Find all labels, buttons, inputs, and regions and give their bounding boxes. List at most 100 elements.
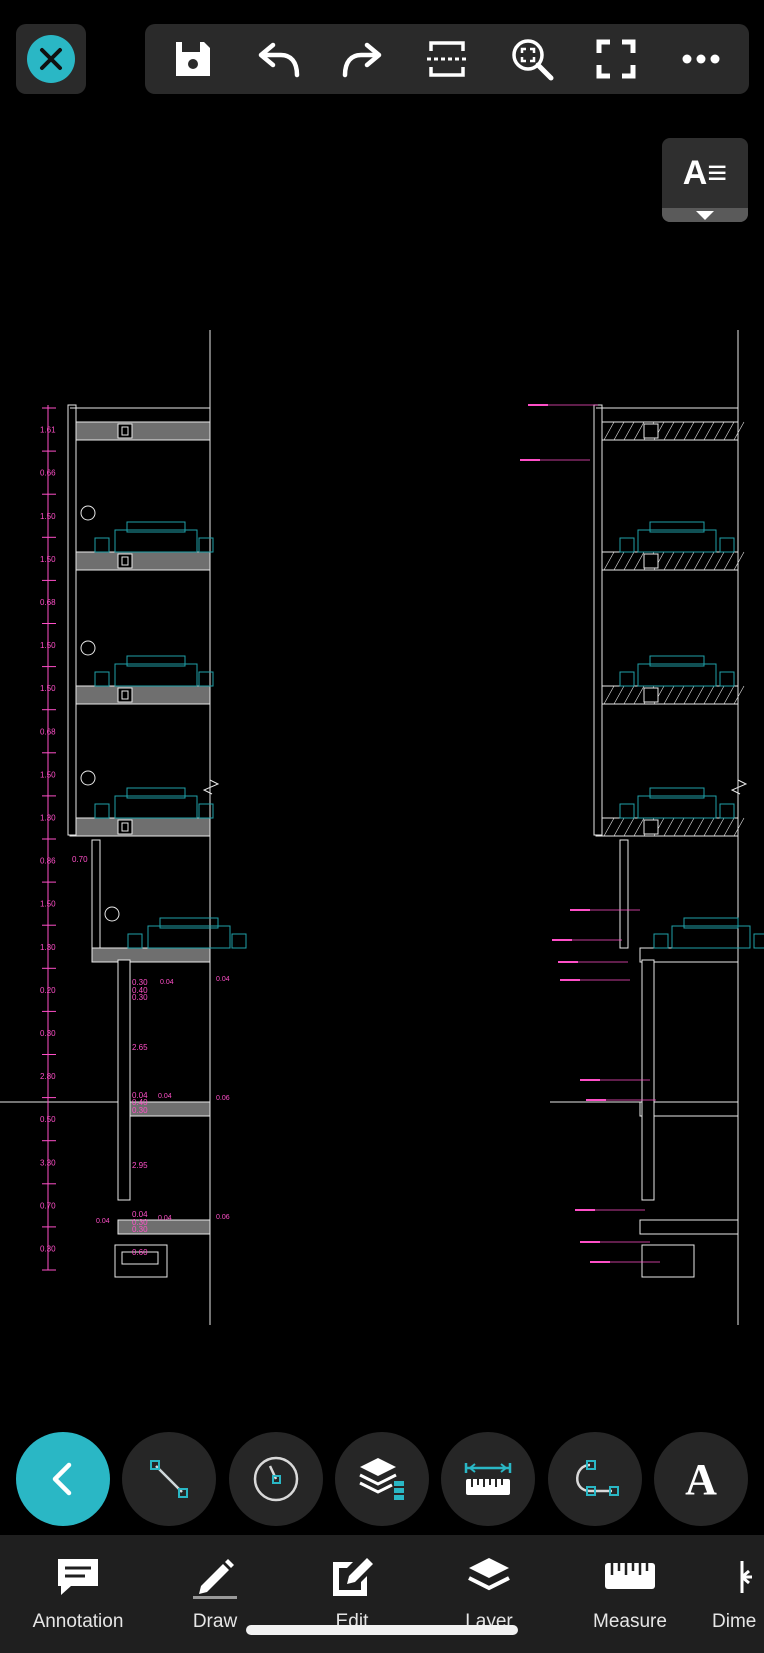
arc-tool-button[interactable]	[229, 1432, 323, 1526]
side-dimension-label: 0.04	[158, 1215, 172, 1222]
hatch	[673, 685, 685, 705]
hatch	[633, 817, 645, 837]
tab-layer[interactable]: Layer	[456, 1553, 522, 1653]
bed-furniture	[671, 925, 751, 949]
tab-dimension-label: Dime	[712, 1611, 757, 1632]
redo-icon[interactable]	[332, 29, 392, 89]
hatch	[633, 685, 645, 705]
tab-annotation[interactable]: Annotation	[26, 1553, 130, 1653]
beam	[643, 819, 659, 835]
measure-tool-button[interactable]	[441, 1432, 535, 1526]
side-dimension-label: 0.04	[96, 1218, 110, 1225]
nightstand	[619, 803, 635, 819]
line-tool-button[interactable]	[122, 1432, 216, 1526]
hatch	[733, 421, 745, 441]
wall	[117, 959, 131, 1201]
bed-headboard	[126, 787, 186, 799]
dimension-label: 0.68	[40, 727, 56, 736]
inner-dimension-label: 0.04	[132, 1091, 148, 1100]
hatch	[663, 685, 675, 705]
close-icon	[27, 35, 75, 83]
close-button[interactable]	[16, 24, 86, 94]
crop-selection-icon[interactable]	[417, 29, 477, 89]
section-marker	[80, 640, 96, 656]
bed-furniture	[114, 529, 198, 553]
text-style-icon: A≡	[662, 148, 748, 198]
layers-tool-button[interactable]	[335, 1432, 429, 1526]
cad-section-drawing: 1.610.661.501.500.681.501.500.681.501.30…	[0, 330, 764, 1325]
inner-dimension-label: 0.30	[132, 1106, 148, 1115]
text-style-button[interactable]: A≡	[662, 138, 748, 222]
inner-dimension-label: 2.95	[132, 1161, 148, 1170]
more-icon[interactable]	[671, 29, 731, 89]
beam	[117, 423, 133, 439]
fullscreen-icon[interactable]	[586, 29, 646, 89]
footing-detail	[121, 1251, 159, 1265]
nightstand	[719, 803, 735, 819]
hatch	[703, 685, 715, 705]
nightstand	[231, 933, 247, 949]
home-indicator	[246, 1625, 518, 1635]
polyline-tool-icon	[576, 1460, 619, 1496]
measure-icon	[600, 1553, 660, 1601]
hatch	[673, 551, 685, 571]
hatch	[733, 817, 745, 837]
dimension-label: 1.50	[40, 641, 56, 650]
tab-dimension[interactable]: Dime	[712, 1553, 764, 1653]
bed-furniture	[114, 795, 198, 819]
undo-icon[interactable]	[248, 29, 308, 89]
bed-headboard	[649, 521, 705, 533]
text-tool-button[interactable]: A	[654, 1432, 748, 1526]
floor-slab	[69, 685, 211, 705]
hatch	[683, 817, 695, 837]
draw-icon	[185, 1553, 245, 1601]
dimension-label: 1.50	[40, 512, 56, 521]
save-icon[interactable]	[163, 29, 223, 89]
hatch	[603, 421, 615, 441]
inner-dimension-label: 0.40	[132, 986, 148, 995]
hatch	[623, 817, 635, 837]
side-dimension-label: 0.04	[160, 979, 174, 986]
bed-headboard	[683, 917, 739, 929]
beam-detail	[121, 426, 129, 436]
zoom-extents-icon[interactable]	[502, 29, 562, 89]
hatch	[723, 817, 735, 837]
dimension-label: 1.61	[40, 426, 56, 435]
hatch	[603, 817, 615, 837]
floor-slab	[639, 947, 739, 963]
hatch	[613, 817, 625, 837]
nightstand	[94, 803, 110, 819]
nightstand	[619, 671, 635, 687]
tab-draw[interactable]: Draw	[184, 1553, 246, 1653]
floor-slab	[595, 817, 739, 837]
dimension-label: 0.66	[40, 469, 56, 478]
hatch	[683, 421, 695, 441]
hatch	[703, 551, 715, 571]
nightstand	[719, 671, 735, 687]
section-marker	[80, 770, 96, 786]
tab-measure[interactable]: Measure	[584, 1553, 676, 1653]
dimension-label: 0.86	[40, 857, 56, 866]
hatch	[693, 551, 705, 571]
polyline-tool-button[interactable]	[548, 1432, 642, 1526]
dimension-label: 0.70	[40, 1201, 56, 1210]
tab-edit[interactable]: Edit	[322, 1553, 382, 1653]
dimension-label: 2.80	[40, 1072, 56, 1081]
dimension-label: 1.30	[40, 943, 56, 952]
beam	[117, 687, 133, 703]
floor-slab	[117, 1219, 211, 1235]
nightstand	[198, 671, 214, 687]
back-button[interactable]	[16, 1432, 110, 1526]
line-tool-icon	[150, 1460, 188, 1498]
hatch	[693, 421, 705, 441]
break-symbol	[730, 779, 748, 795]
wall	[593, 404, 603, 836]
beam-detail	[121, 556, 129, 566]
chevron-down-icon	[662, 208, 748, 222]
tab-annotation-label: Annotation	[32, 1611, 124, 1632]
back-icon	[52, 1462, 72, 1496]
nightstand	[753, 933, 764, 949]
dimension-label: 1.50	[40, 555, 56, 564]
hatch	[613, 421, 625, 441]
